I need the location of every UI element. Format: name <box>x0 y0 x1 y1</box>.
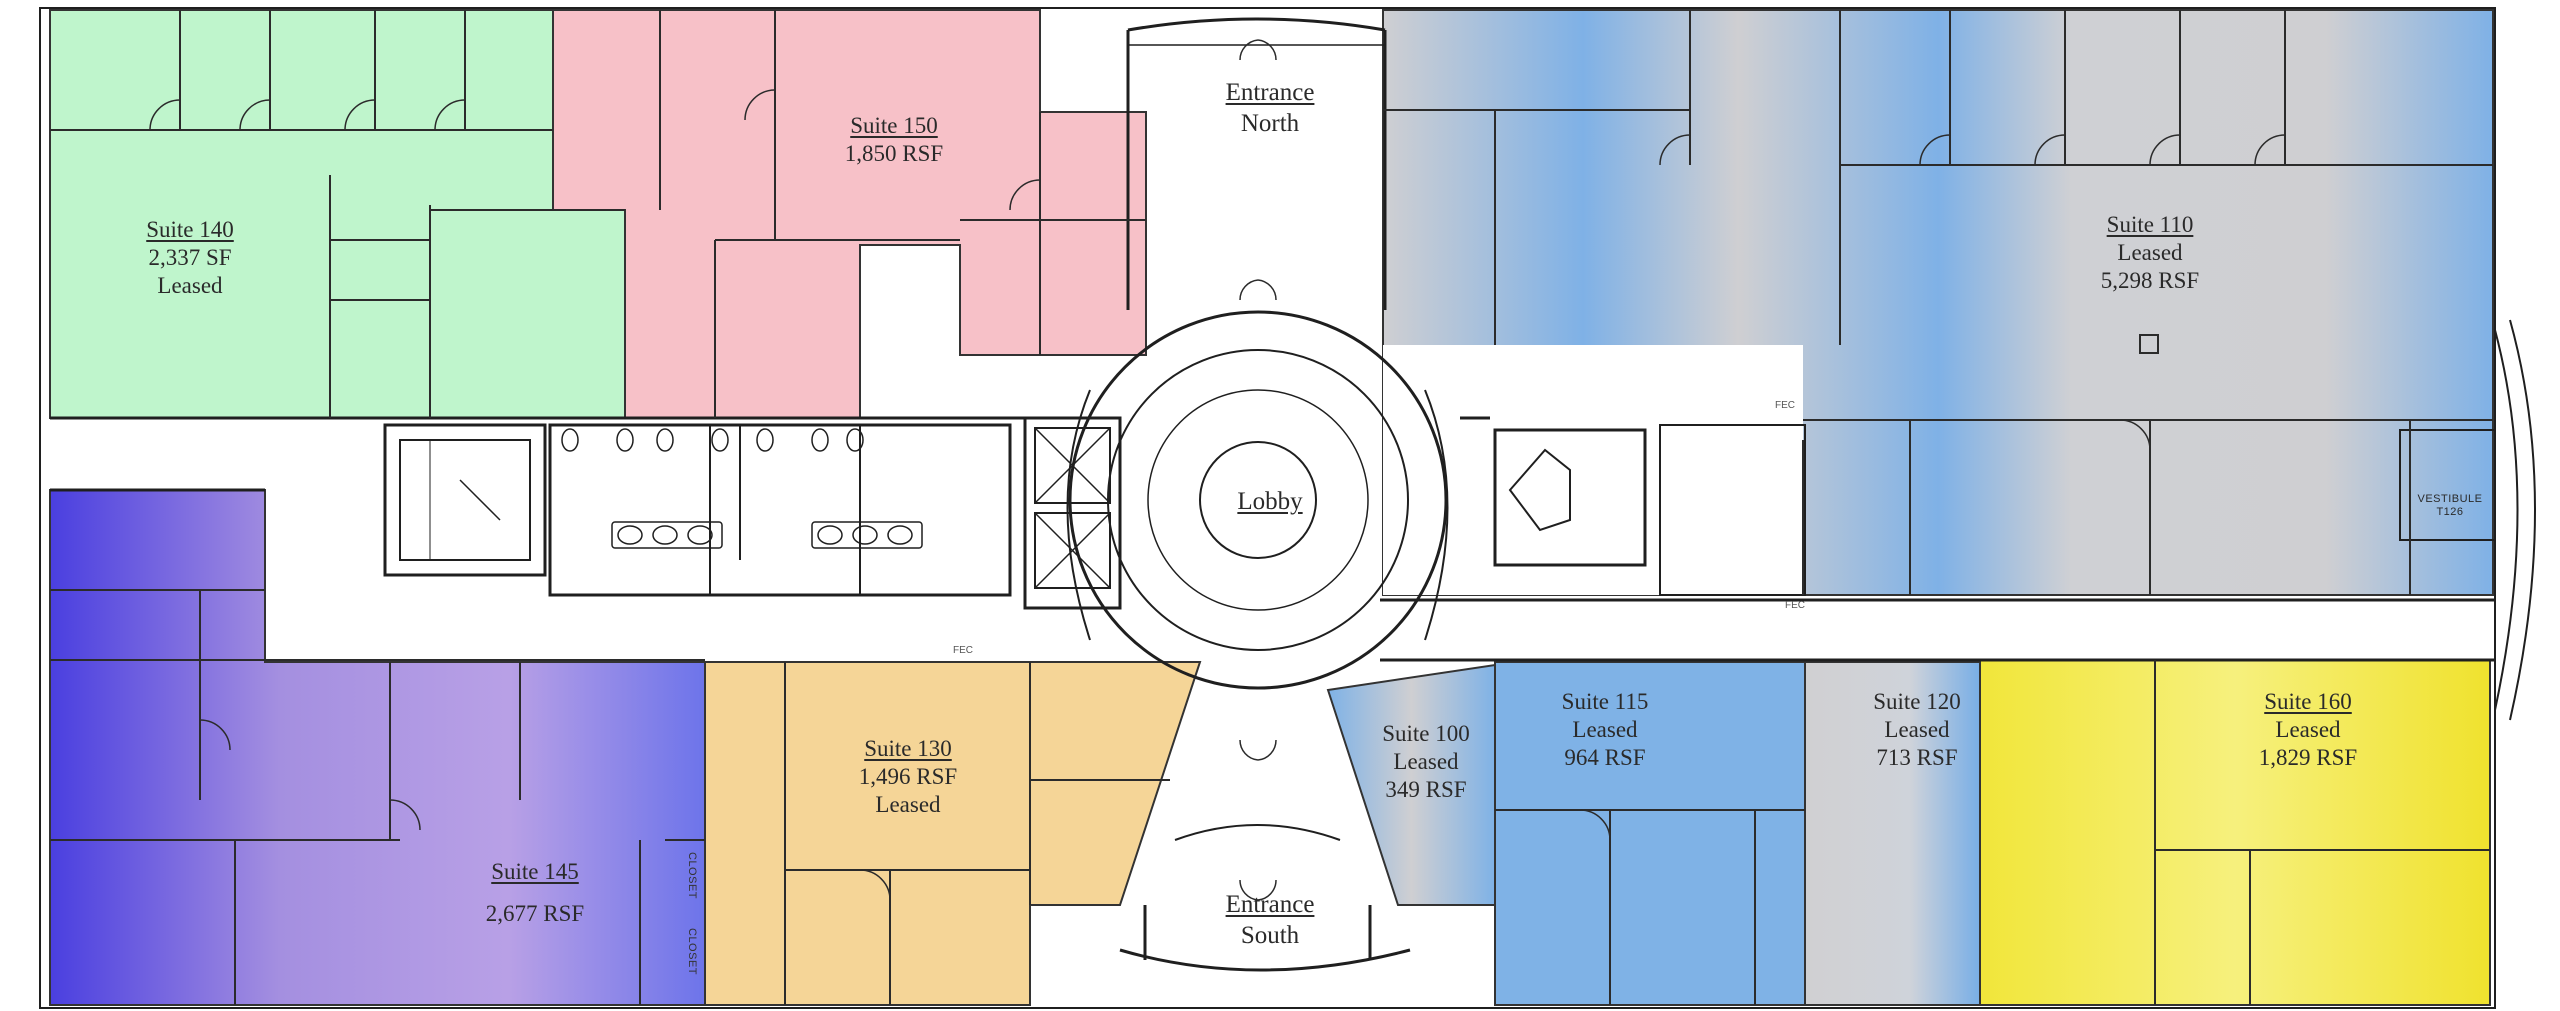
entrance-south-line1: Entrance <box>1225 891 1315 918</box>
suite-120-area: 713 RSF <box>1876 745 1958 771</box>
suite-100-label: Suite 100 Leased 349 RSF <box>1382 720 1470 804</box>
suite-150-label: Suite 150 1,850 RSF <box>845 112 943 168</box>
door-swings <box>149 39 2286 901</box>
suite-140-area <box>49 9 626 419</box>
suite-115-area <box>1494 661 1806 1006</box>
fec-text-lobby: FEC <box>953 645 973 656</box>
suite-150-area <box>552 9 1147 419</box>
fec-label-lobby: FEC <box>953 645 973 657</box>
suite-120-label: Suite 120 Leased 713 RSF <box>1873 688 1961 772</box>
fec-label-right: FEC <box>1785 600 1805 612</box>
suite-110-name: Suite 110 <box>2106 212 2194 237</box>
entrance-north-line2: North <box>1240 109 1300 137</box>
suite-110-status: Leased <box>2117 240 2183 266</box>
interior-partitions <box>50 10 2493 1005</box>
entrance-south-label: Entrance South <box>1226 890 1315 951</box>
suite-160-area: 1,829 RSF <box>2258 745 2358 771</box>
suite-140-status: Leased <box>157 273 223 299</box>
suite-110-area: 5,298 RSF <box>2100 268 2200 294</box>
core-walls <box>39 7 2536 1009</box>
suite-150-name: Suite 150 <box>850 113 938 138</box>
suite-100-area: 349 RSF <box>1385 777 1467 803</box>
suite-115-area: 964 RSF <box>1564 745 1646 771</box>
suite-160-label: Suite 160 Leased 1,829 RSF <box>2259 688 2357 772</box>
entrance-south-line2: South <box>1240 921 1300 949</box>
closet-label-2: CLOSET <box>686 928 698 976</box>
vestibule-code: T126 <box>2436 506 2464 519</box>
suite-140-label: Suite 140 2,337 SF Leased <box>146 216 234 300</box>
suite-145-label: Suite 145 2,677 RSF <box>486 858 584 928</box>
suite-160-status: Leased <box>2275 717 2341 743</box>
suite-100-name: Suite 100 <box>1382 721 1470 746</box>
suite-145-area <box>49 489 706 1006</box>
suite-120-status: Leased <box>1884 717 1950 743</box>
suite-100-status: Leased <box>1393 749 1459 775</box>
suite-115-label: Suite 115 Leased 964 RSF <box>1562 688 1649 772</box>
suite-110-label: Suite 110 Leased 5,298 RSF <box>2101 211 2199 295</box>
suite-130-status: Leased <box>875 792 941 818</box>
suite-fills <box>49 9 2494 1006</box>
suite-130-name: Suite 130 <box>864 736 952 761</box>
suite-145-area: 2,677 RSF <box>485 901 585 927</box>
fec-text-right: FEC <box>1785 600 1805 611</box>
lobby-text: Lobby <box>1237 488 1303 515</box>
suite-160-name: Suite 160 <box>2264 689 2352 714</box>
entrance-north-line1: Entrance <box>1225 79 1315 106</box>
suite-120-name: Suite 120 <box>1873 689 1961 714</box>
suite-130-label: Suite 130 1,496 RSF Leased <box>859 735 957 819</box>
fec-label-top: FEC <box>1775 400 1795 412</box>
fec-text-top: FEC <box>1775 400 1795 411</box>
suite-130-area: 1,496 RSF <box>858 764 958 790</box>
closet-label-1: CLOSET <box>686 852 698 900</box>
suite-120-area <box>1804 661 1981 1006</box>
suite-115-name: Suite 115 <box>1561 689 1649 714</box>
vestibule-text: VESTIBULE <box>2417 493 2483 505</box>
suite-140-area: 2,337 SF <box>148 245 232 271</box>
lobby-label: Lobby <box>1237 487 1302 518</box>
suite-110-mask <box>1383 345 1803 595</box>
suite-150-area: 1,850 RSF <box>844 141 944 167</box>
suite-130-area <box>704 661 1202 1006</box>
suite-140-name: Suite 140 <box>146 217 234 242</box>
suite-145-name: Suite 145 <box>491 859 579 884</box>
entrance-north-label: Entrance North <box>1226 78 1315 139</box>
vestibule-label: VESTIBULE T126 <box>2417 493 2482 520</box>
suite-115-status: Leased <box>1572 717 1638 743</box>
suite-160-area <box>1979 659 2491 1006</box>
